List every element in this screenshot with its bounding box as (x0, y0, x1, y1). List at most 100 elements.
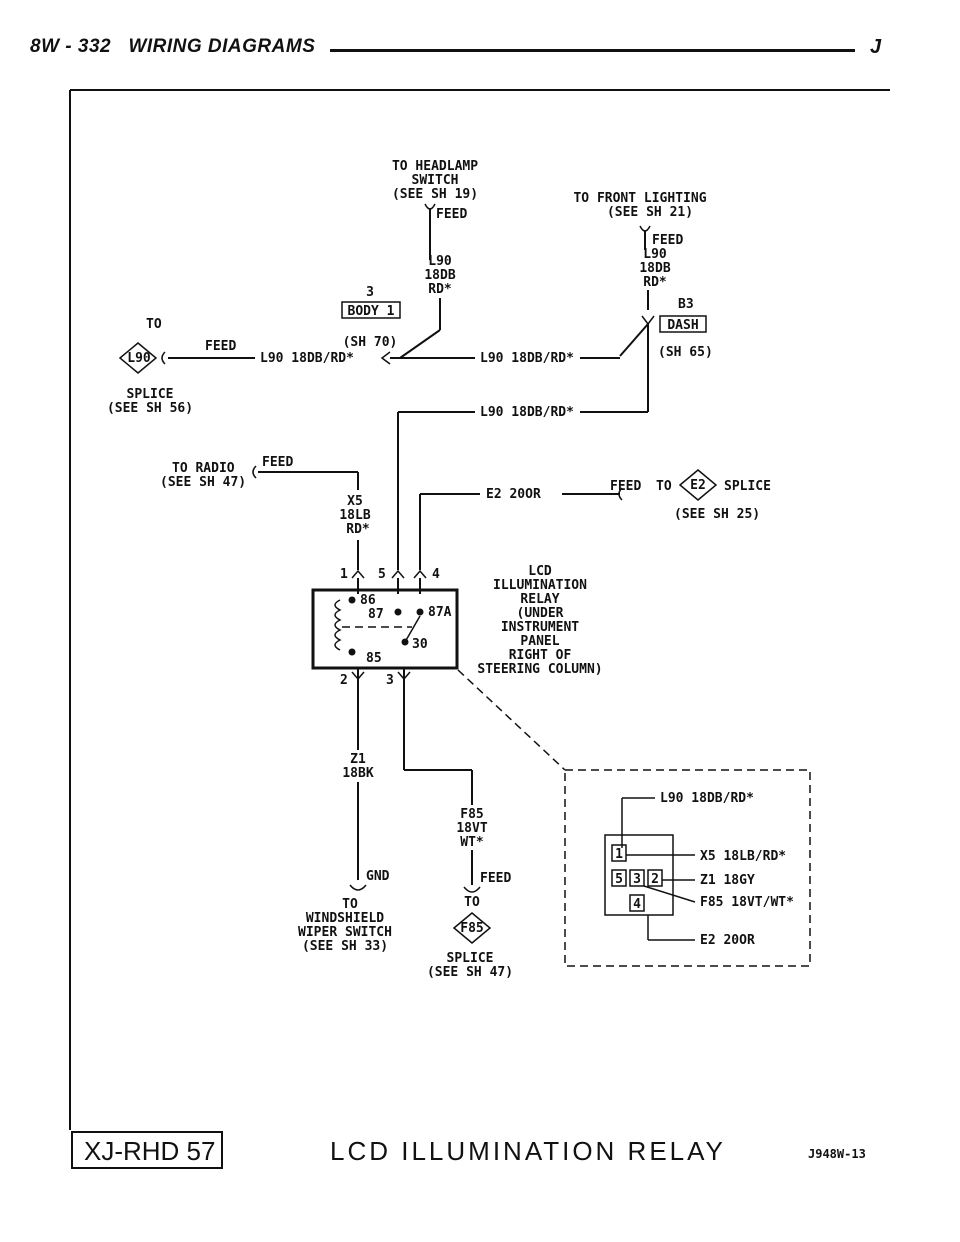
wiper-label-1: WINDSHIELD (306, 911, 384, 926)
relay-pin-5: 5 (378, 567, 386, 582)
f85-to-label: TO (464, 895, 480, 910)
relay-terminal-87a (416, 608, 424, 616)
l90-low-wire-label: L90 18DB/RD* (480, 405, 574, 420)
e2-splice-sheet: (SEE SH 25) (674, 507, 760, 522)
relay-desc-line: RIGHT OF (509, 648, 572, 663)
relay-desc-line: (UNDER (517, 606, 564, 621)
f85-wire-color: WT* (460, 835, 484, 850)
e2-splice-label: SPLICE (724, 479, 771, 494)
f85-splice-diamond (452, 912, 492, 944)
cv-cavity-5 (611, 869, 627, 887)
headlamp-label-2: SWITCH (412, 173, 459, 188)
dash-connector-sheet: (SH 65) (658, 345, 713, 360)
relay-switch-arm (404, 615, 421, 643)
dash-connector (659, 315, 707, 333)
cv-cavity-2 (647, 869, 663, 887)
relay-pin-1: 1 (340, 567, 348, 582)
relay-terminal-86-label: 86 (360, 593, 376, 608)
page-number: 8W - 332 (30, 36, 112, 57)
relay-terminal-85-label: 85 (366, 651, 382, 666)
relay-terminal-87 (394, 608, 402, 616)
f85-feed-symbol (463, 886, 481, 893)
cv-z1-label: Z1 18GY (700, 873, 755, 888)
relay-description: LCD ILLUMINATION RELAY (UNDER INSTRUMENT… (477, 564, 602, 677)
relay-pin-4-symbol (413, 569, 427, 579)
relay-coil-icon (334, 599, 342, 651)
radio-wire-color: RD* (346, 522, 370, 537)
l90-wire-left-label: L90 18DB/RD* (260, 351, 354, 366)
wiper-label-3: (SEE SH 33) (302, 939, 388, 954)
l90-splice-diamond (118, 342, 158, 374)
relay-terminal-85 (348, 648, 356, 656)
l90-splice-id: L90 (127, 351, 151, 366)
headlamp-wire-circuit: L90 (428, 254, 452, 269)
relay-terminal-87-label: 87 (368, 607, 384, 622)
wiper-to-label: TO (342, 897, 358, 912)
relay-desc-line: INSTRUMENT (501, 620, 579, 635)
connector-view-leader (457, 669, 566, 771)
cv-cavity-4-label: 4 (633, 897, 641, 912)
front-wire-gauge: 18DB (639, 261, 670, 276)
cv-cavity-5-label: 5 (615, 872, 623, 887)
l90-feed-symbol (161, 351, 166, 365)
cv-cavity-1-label: 1 (615, 847, 623, 862)
relay-pin-5-symbol (391, 569, 405, 579)
front-lighting-label-1: TO FRONT LIGHTING (573, 191, 706, 206)
e2-splice-diamond (678, 469, 718, 501)
front-lighting-label-2: (SEE SH 21) (607, 205, 693, 220)
cv-cavity-2-label: 2 (651, 872, 659, 887)
l90-splice-label-2: (SEE SH 56) (107, 401, 193, 416)
l90-splice-label-1: SPLICE (127, 387, 174, 402)
relay-desc-line: LCD (528, 564, 552, 579)
headlamp-label-3: (SEE SH 19) (392, 187, 478, 202)
header-rule (330, 49, 855, 52)
headlamp-wire-diag (399, 329, 441, 359)
cv-f85-leader (643, 885, 696, 903)
footer-title: LCD ILLUMINATION RELAY (330, 1136, 726, 1166)
radio-feed-label: FEED (262, 455, 293, 470)
e2-splice-id: E2 (690, 478, 706, 493)
body-connector-label: BODY 1 (348, 304, 395, 319)
relay-pin-2: 2 (340, 673, 348, 688)
radio-label-2: (SEE SH 47) (160, 475, 246, 490)
e2-feed-label: FEED (610, 479, 641, 494)
l90-feed-label: FEED (205, 339, 236, 354)
e2-wire-label: E2 20OR (486, 487, 541, 502)
radio-label-1: TO RADIO (172, 461, 235, 476)
header-model-letter: J (870, 36, 882, 58)
body-connector (341, 301, 401, 319)
front-wire-color: RD* (643, 275, 667, 290)
front-feed-label: FEED (652, 233, 683, 248)
cv-l90-label: L90 18DB/RD* (660, 791, 754, 806)
cv-cavity-4 (629, 894, 645, 912)
relay-desc-line: PANEL (520, 634, 559, 649)
dash-connector-label: DASH (667, 318, 698, 333)
cv-cavity-3 (629, 869, 645, 887)
footer-ref: XJ-RHD 57 (84, 1136, 215, 1166)
z1-ground-symbol (349, 884, 367, 891)
f85-wire-circuit: F85 (460, 807, 483, 822)
front-wire-diag (619, 323, 649, 357)
radio-wire-gauge: 18LB (339, 508, 370, 523)
f85-splice-sheet: (SEE SH 47) (427, 965, 513, 980)
dash-connector-symbol (641, 315, 655, 326)
headlamp-label-1: TO HEADLAMP (392, 159, 478, 174)
relay-desc-line: ILLUMINATION (493, 578, 587, 593)
e2-to-label: TO (656, 479, 672, 494)
section-title: WIRING DIAGRAMS (128, 36, 316, 57)
f85-splice-label: SPLICE (447, 951, 494, 966)
headlamp-feed-label: FEED (436, 207, 467, 222)
relay-terminal-86 (348, 596, 356, 604)
body-connector-pin: 3 (366, 285, 374, 300)
wiper-label-2: WIPER SWITCH (298, 925, 392, 940)
cv-x5-label: X5 18LB/RD* (700, 849, 786, 864)
relay-desc-line: RELAY (520, 592, 559, 607)
radio-wire-circuit: X5 (347, 494, 363, 509)
cv-f85-label: F85 18VT/WT* (700, 895, 794, 910)
l90-wire-mid-label: L90 18DB/RD* (480, 351, 574, 366)
relay-terminal-87a-label: 87A (428, 605, 452, 620)
footer-code: J948W-13 (808, 1147, 866, 1161)
relay-desc-line: STEERING COLUMN) (477, 662, 602, 677)
f85-splice-id: F85 (460, 921, 483, 936)
